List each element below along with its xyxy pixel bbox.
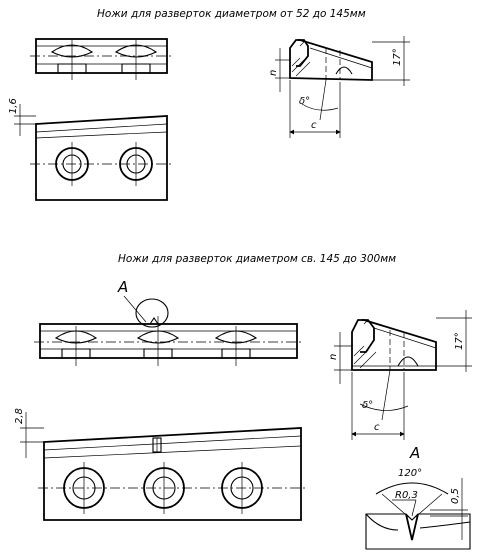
dim-17-top: 17° [392,48,403,66]
dim-c-top: c [311,120,317,131]
dim-2-8: 2,8 [14,408,25,424]
dim-delta-top: δ° [299,96,310,107]
bottom-section-view [334,310,472,440]
bottom-front-view [20,412,307,521]
view-a-leader [123,295,147,323]
detail-a-label: A [409,444,420,462]
top-front-view [14,104,173,201]
dim-1-6: 1,6 [8,98,19,114]
dim-17-bottom: 17° [454,332,465,350]
caption-top: Ножи для разверток диаметром от 52 до 14… [97,8,366,20]
dim-n-top: n [268,70,279,76]
top-section-view [275,36,410,138]
detail-radius-r03: R0,3 [395,490,418,501]
bottom-plan-view [34,316,303,366]
detail-a [365,478,471,550]
view-a-label: A [117,278,128,296]
top-plan-view [30,38,173,80]
dim-c-bottom: c [374,422,380,433]
dim-delta-bottom: δ° [362,400,373,411]
caption-bottom: Ножи для разверток диаметром св. 145 до … [118,253,396,265]
dim-n-bottom: n [328,354,339,360]
dim-0-5: 0,5 [450,488,461,504]
view-a-circle [135,298,169,328]
detail-angle-120: 120° [398,468,422,479]
